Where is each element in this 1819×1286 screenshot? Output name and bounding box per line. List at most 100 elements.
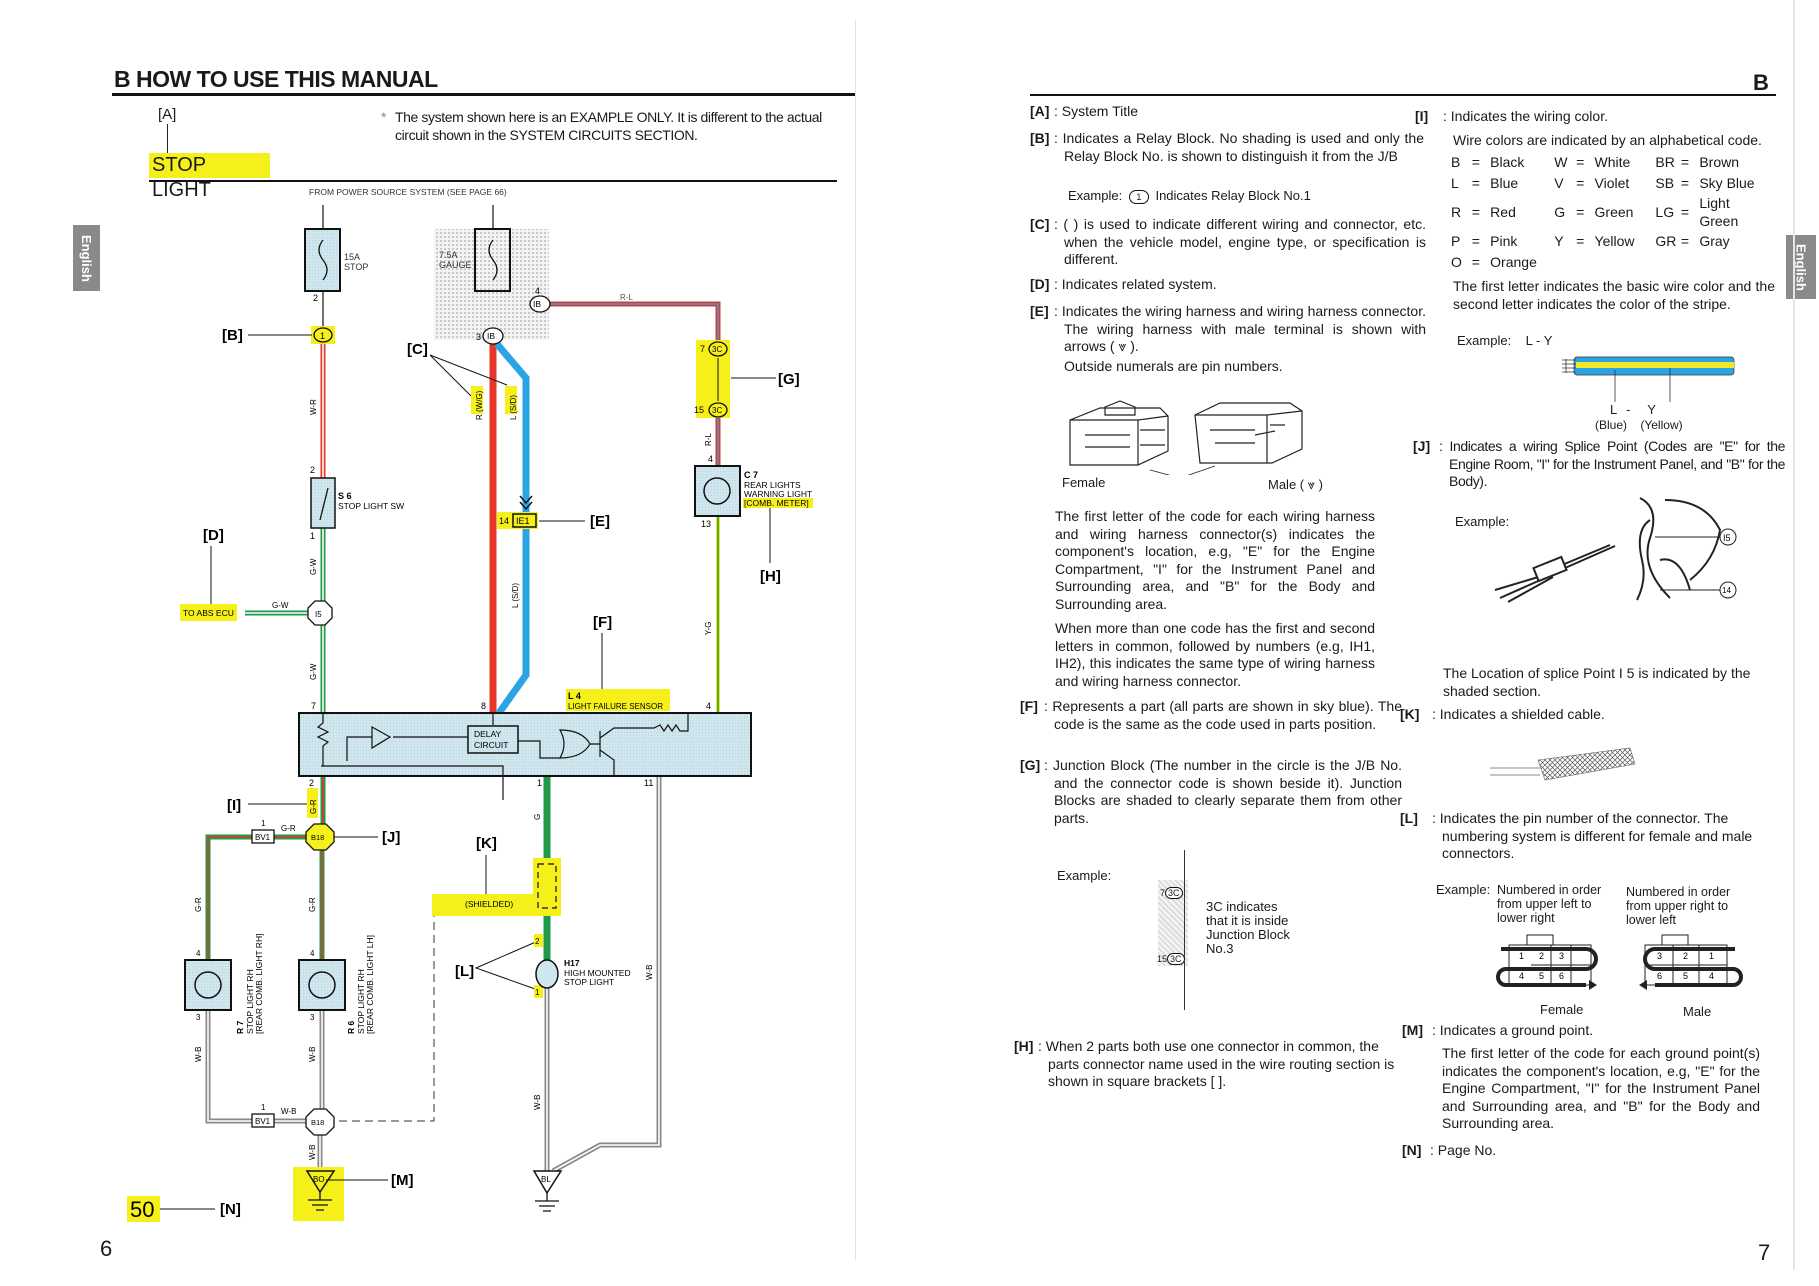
part-r7 (184, 959, 232, 1011)
pin-label: 4 (310, 949, 315, 958)
callout-c: [C] (407, 341, 428, 358)
pin-label: 3 (310, 1013, 315, 1022)
wire-example: Example: L - Y (1457, 333, 1553, 348)
bulb-icon (308, 971, 336, 999)
ground-symbol-icon (535, 1193, 559, 1212)
wire-color-label: L (S/D) (511, 583, 520, 608)
part-label: STOP LIGHT RH (356, 969, 366, 1034)
pin-label: 2 (535, 937, 540, 946)
language-tab-right[interactable]: English (1786, 235, 1816, 299)
splice-code: B18 (311, 1118, 324, 1127)
part-label-highlight (566, 689, 670, 711)
legend-text: : Page No. (1430, 1142, 1497, 1158)
wire-color-label: W-B (194, 1047, 203, 1062)
jb-code: 3C (712, 406, 722, 415)
relay-block-symbol (313, 327, 333, 343)
connector-illustration (1069, 400, 1303, 475)
equals-sign: = (1471, 253, 1480, 270)
legend-text: : Indicates the wiring color. (1443, 108, 1608, 124)
wire-color-row: O=Orange (1451, 254, 1775, 275)
color-code: SB (1655, 174, 1675, 191)
callout-l-line (474, 940, 539, 991)
switch-contact (319, 487, 329, 521)
part-code: S 6 (338, 491, 352, 501)
wire-color-label: W-B (281, 1107, 296, 1116)
wire-w-b (552, 776, 660, 1172)
jb-connector (708, 341, 728, 357)
variant-highlight (505, 386, 517, 414)
ground-symbol-icon (308, 1192, 332, 1211)
splice-code: 14 (1722, 586, 1731, 595)
page-number-left: 6 (100, 1236, 113, 1261)
pin-label: 1 (537, 778, 542, 788)
pin-label: 4 (706, 701, 711, 711)
page-edge (1793, 0, 1795, 1270)
note-line: The system shown here is an EXAMPLE ONLY… (395, 109, 822, 125)
ground-point-bl (532, 1170, 563, 1195)
fuse-element (488, 239, 498, 281)
fuse-name: STOP (344, 262, 368, 272)
equals-sign: = (1576, 233, 1585, 249)
pin-label: 1 (261, 819, 266, 828)
language-tab-left[interactable]: English (73, 225, 100, 291)
pin-example-label: Example: (1436, 882, 1491, 897)
part-label: STOP LIGHT RH (245, 969, 255, 1034)
color-code: W (1554, 154, 1568, 170)
female-pin-description: Numbered in order from upper left to low… (1497, 883, 1602, 925)
fuse-gauge (474, 228, 511, 292)
part-bracket-name: [COMB. METER] (744, 498, 809, 508)
equals-sign: = (1471, 233, 1480, 249)
color-code: GR (1655, 233, 1677, 249)
pin-number: 1 (1519, 951, 1524, 961)
delay-circuit (467, 725, 519, 754)
jb-example-label: Example: (1057, 868, 1112, 883)
section-title: B HOW TO USE THIS MANUAL (114, 66, 438, 92)
color-code: P (1451, 233, 1461, 249)
legend-text: : Junction Block (The number in the circ… (1044, 757, 1402, 826)
wire-example-names: (Blue) (Yellow) (1595, 418, 1683, 432)
connector-ie1 (512, 513, 537, 528)
splice-point-b18 (305, 1108, 335, 1136)
connector-code: IE1 (516, 516, 530, 526)
wire-color-label: G-W (309, 558, 318, 575)
wire-color-label: W-B (308, 1145, 317, 1160)
fuse-name: GAUGE (439, 260, 472, 270)
part-name: WARNING LIGHT (744, 489, 812, 499)
callout-l: [L] (455, 963, 474, 980)
bracket-highlight (743, 498, 813, 508)
jb-connector (529, 295, 551, 313)
legend-text: : Indicates a wiring Splice Point (Codes… (1439, 438, 1785, 489)
shielded-cable-illustration (1490, 747, 1636, 781)
wire-color-label: R (W/G) (475, 390, 484, 420)
page-number-right: 7 (1758, 1240, 1771, 1265)
wire-color-label: W-B (308, 1047, 317, 1062)
pin-label: 3 (476, 332, 481, 342)
equals-sign: = (1680, 154, 1690, 170)
color-code: BR (1655, 154, 1675, 170)
equals-sign: = (1471, 154, 1480, 170)
wire-example-illustration (1562, 356, 1735, 402)
wire-r-l (550, 303, 719, 342)
pin-label: 3 (196, 1013, 201, 1022)
legend-text: : Indicates the wiring harness and wirin… (1054, 303, 1426, 354)
legend-text: : Indicates the pin number of the connec… (1432, 810, 1753, 861)
equals-sign: = (1680, 233, 1690, 249)
pin-label: 4 (535, 286, 540, 296)
callout-g: [G] (778, 371, 800, 388)
part-label: R 6 (346, 1021, 356, 1035)
part-label: [REAR COMB. LIGHT LH] (365, 935, 375, 1034)
color-code: L (1451, 174, 1459, 191)
part-name: HIGH MOUNTED (564, 968, 631, 978)
equals-sign: = (1680, 174, 1690, 191)
legend-text: : When 2 parts both use one connector in… (1038, 1038, 1395, 1089)
color-name: Pink (1490, 233, 1518, 249)
pin-label: 1 (261, 1103, 266, 1112)
pin-number: 3 (1657, 951, 1662, 961)
fuse-rating: 7.5A (439, 250, 458, 260)
color-code: LG (1655, 203, 1675, 220)
color-code: B (1451, 154, 1461, 170)
part-code: C 7 (744, 470, 758, 480)
header-rule (1030, 94, 1776, 96)
